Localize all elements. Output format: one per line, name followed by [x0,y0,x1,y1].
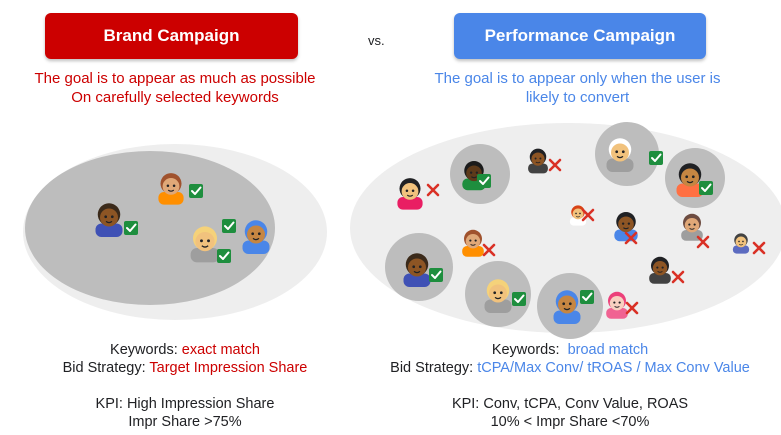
brand-goal-line-2: On carefully selected keywords [71,89,279,106]
checkmark-icon [188,183,204,199]
performance-goal-line-1: The goal is to appear only when the user… [434,70,721,87]
brand-bid-label: Bid Strategy: [62,360,150,376]
performance-audience-group [350,122,781,339]
checkmark-icon [698,180,714,196]
brand-campaign-label: Brand Campaign [45,13,298,59]
checkmark-icon [579,289,595,305]
performance-goal-line-2: likely to convert [525,89,630,106]
checkmark-icon [123,220,139,236]
performance-keywords: Keywords: broad match [370,341,770,359]
checkmark-icon [221,218,237,234]
brand-bid-value: Target Impression Share [149,360,308,376]
performance-kpi-line-1: KPI: Conv, tCPA, Conv Value, ROAS [451,396,689,412]
vs-label: vs. [368,33,385,48]
performance-goal: The goal is to appear only when the user… [410,69,745,107]
brand-goal: The goal is to appear as much as possibl… [20,69,330,107]
performance-campaign-label: Performance Campaign [454,13,706,59]
brand-kpi: KPI: High Impression Share Impr Share >7… [40,395,330,431]
performance-kpi-line-2: 10% < Impr Share <70% [490,414,650,430]
checkmark-icon [648,150,664,166]
performance-keywords-value: broad match [567,342,649,358]
brand-bid-strategy: Bid Strategy: Target Impression Share [40,359,330,377]
brand-kpi-line-1: KPI: High Impression Share [95,396,275,412]
brand-campaign-text: Brand Campaign [103,26,240,45]
performance-keywords-label: Keywords: [491,342,568,358]
brand-keywords: Keywords: exact match [40,341,330,359]
brand-kpi-line-2: Impr Share >75% [128,414,242,430]
checkmark-icon [216,248,232,264]
performance-details: Keywords: broad match Bid Strategy: tCPA… [370,341,770,431]
checkmark-icon [428,267,444,283]
brand-keywords-label: Keywords: [110,342,182,358]
checkmark-icon [511,291,527,307]
performance-bid-label: Bid Strategy: [390,360,478,376]
brand-inner-ellipse [25,151,275,305]
brand-audience-group [23,144,327,320]
brand-keywords-value: exact match [181,342,260,358]
checkmark-icon [476,173,492,189]
performance-bid-value: tCPA/Max Conv/ tROAS / Max Conv Value [477,360,750,376]
performance-bid-strategy: Bid Strategy: tCPA/Max Conv/ tROAS / Max… [370,359,770,377]
brand-goal-line-1: The goal is to appear as much as possibl… [34,70,316,87]
brand-details: Keywords: exact match Bid Strategy: Targ… [40,341,330,431]
performance-campaign-text: Performance Campaign [484,26,676,45]
performance-kpi: KPI: Conv, tCPA, Conv Value, ROAS 10% < … [370,395,770,431]
